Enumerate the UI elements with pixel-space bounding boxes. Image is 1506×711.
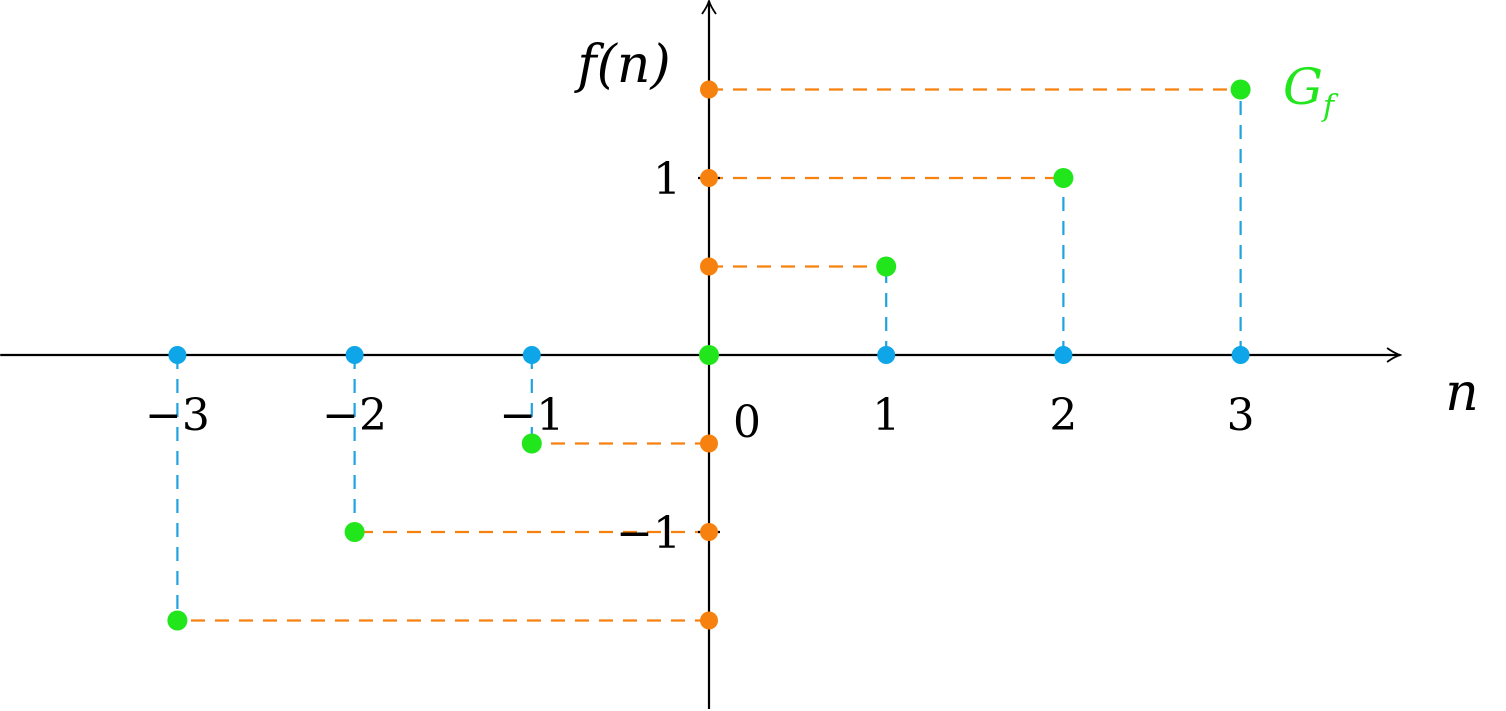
y-axis-label: f(n) [573, 35, 670, 95]
graph-point [1230, 79, 1251, 100]
domain-point [877, 346, 896, 364]
domain-point [1054, 346, 1073, 364]
graph-point [1053, 168, 1074, 188]
x-axis-label: n [1445, 363, 1479, 423]
domain-point [168, 346, 187, 364]
image-point [700, 611, 718, 630]
y-tick-label: −1 [616, 508, 681, 559]
image-point [700, 80, 718, 99]
image-point [700, 523, 718, 541]
graph-point [167, 610, 188, 631]
graph-point [521, 433, 542, 454]
domain-point [345, 346, 364, 364]
image-point [700, 257, 718, 276]
graph-label-main: G [1283, 58, 1323, 116]
x-tick-label: 0 [733, 397, 761, 448]
x-tick-label: −3 [145, 390, 210, 441]
x-tick-label: 2 [1049, 390, 1077, 441]
x-tick-label: 1 [872, 390, 900, 441]
image-point [700, 434, 718, 453]
image-point [700, 169, 718, 187]
x-tick-label: −2 [322, 390, 387, 441]
y-tick-label: 1 [653, 154, 681, 205]
domain-point [522, 346, 541, 364]
graph-label-sub: f [1321, 89, 1339, 124]
graph-point [699, 345, 719, 365]
domain-point [1231, 346, 1250, 364]
graph-point [876, 256, 897, 277]
graph-label: Gf [1283, 58, 1339, 124]
x-tick-label: −1 [499, 390, 564, 441]
x-tick-label: 3 [1227, 390, 1255, 441]
graph-point [344, 522, 365, 542]
